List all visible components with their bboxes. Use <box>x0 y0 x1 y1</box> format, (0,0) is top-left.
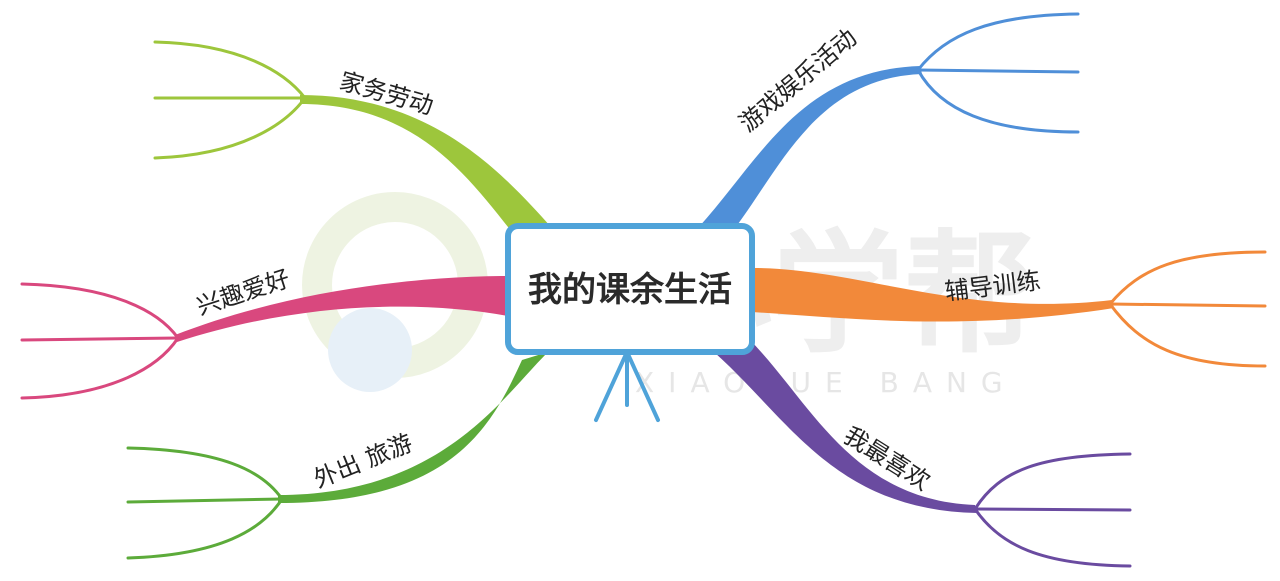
watermark-logo-dot <box>328 308 412 392</box>
branch-games-twig-mid <box>916 68 1080 74</box>
easel-leg-left <box>594 350 629 422</box>
branch-favorite-twig-mid <box>973 507 1132 512</box>
branch-hobbies-twig-top <box>20 282 180 340</box>
branch-games-trunk <box>698 66 922 232</box>
branch-favorite-twig-bottom <box>973 507 1132 568</box>
branch-housework-twig-top <box>153 40 307 100</box>
branch-hobbies-trunk <box>175 276 508 342</box>
branch-games: 游戏娱乐活动 <box>698 12 1080 232</box>
center-node-box <box>505 223 755 355</box>
easel-stand <box>594 350 660 422</box>
branch-favorite-twig-top <box>973 452 1132 511</box>
center-title: 我的课余生活 <box>528 270 732 310</box>
branch-travel-twig-mid <box>126 497 284 504</box>
branch-travel-twig-top <box>126 446 284 501</box>
branch-travel: 外出 旅游 <box>126 352 548 560</box>
branch-hobbies-twig-bottom <box>20 336 180 400</box>
branch-tutoring-trunk <box>752 268 1114 322</box>
branch-favorite-trunk <box>714 338 977 513</box>
branch-travel-trunk <box>278 352 548 503</box>
branch-hobbies-twig-mid <box>20 336 180 342</box>
branch-housework-twig-bottom <box>153 96 307 160</box>
branch-tutoring-twig-top <box>1108 250 1267 306</box>
branch-hobbies: 兴趣爱好 <box>20 264 508 400</box>
branch-tutoring-twig-bottom <box>1108 302 1267 368</box>
center-node: 我的课余生活 <box>505 223 755 355</box>
watermark-pinyin: XIAOXUE BANG <box>635 366 1017 399</box>
easel-leg-right <box>625 350 660 422</box>
branch-games-twig-bottom <box>916 68 1080 134</box>
branch-tutoring-twig-mid <box>1108 302 1267 308</box>
branch-games-twig-top <box>916 12 1080 72</box>
branch-travel-twig-bottom <box>126 497 284 560</box>
